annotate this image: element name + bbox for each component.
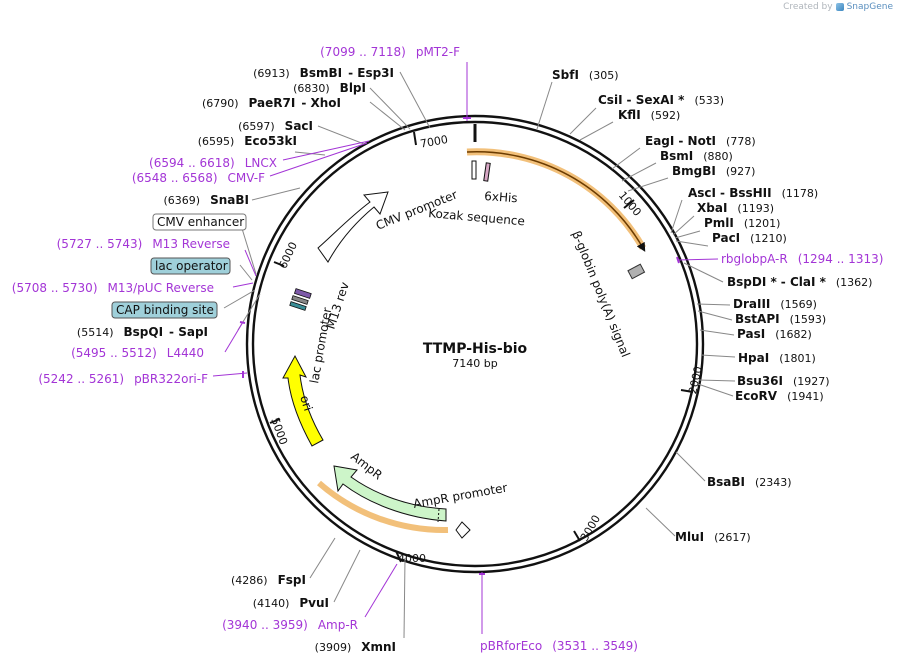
enzyme-labels: SbfI (305) CsiI- SexAI *(533) KflI(592) E… [552,68,872,544]
cap-binding-site-label: CAP binding site [116,303,214,317]
tick-label-6000: 6000 [276,240,300,271]
tick-label-7000: 7000 [419,133,449,151]
enzyme-bsmbi-esp3i: (6913)BsmBI- Esp3I [253,66,394,80]
enzyme-paer7i-xhoi: (6790)PaeR7I- XhoI [202,96,341,110]
polyA-signal-box [627,263,646,280]
snapgene-logo-icon [835,3,844,11]
enzyme-csii-sexai: CsiI- SexAI *(533) [598,93,724,107]
primer-pbrforeco: pBRforEco(3531 .. 3549) [480,639,638,653]
enzyme-leader-lines [223,71,736,639]
kozak-mark [471,160,477,180]
credit-brand: SnapGene [846,2,893,12]
enzyme-bsu36i: Bsu36I(1927) [737,374,830,388]
enzyme-sbfi: SbfI (305) [552,68,619,82]
enzyme-xbai: XbaI(1193) [697,201,774,215]
enzyme-bsabi: BsaBI(2343) [707,475,792,489]
enzyme-name: SbfI [552,68,579,82]
boxed-feature-labels: CMV enhancer lac operator CAP binding si… [111,213,247,319]
enzyme-xmni: (3909)XmnI [315,640,396,654]
enzyme-mlui: MluI(2617) [675,530,751,544]
primer-l4440: (5495 .. 5512)L4440 [71,346,204,360]
primer-pbr322ori-f: (5242 .. 5261)pBR322ori-F [38,372,208,386]
lac-operator-box [150,257,231,275]
tick-label-4000: 4000 [398,552,426,565]
enzyme-blpi: (6830)BlpI [293,81,366,95]
primer-labels: (7099 .. 7118)pMT2-F rbglobpA-R(1294 .. … [12,45,884,653]
ampr-highlight-arc [317,480,449,534]
enzyme-pvui: (4140)PvuI [253,596,329,610]
primer-pmt2-f: (7099 .. 7118)pMT2-F [320,45,460,59]
lac-operator-label: lac operator [155,259,228,273]
feature-label-6xhis: 6xHis [484,189,518,205]
feature-label-ampr-promoter: AmpR promoter [412,481,508,511]
enzyme-pmli: PmlI(1201) [704,216,780,230]
cap-binding-site-box [111,301,218,319]
cmv-enhancer-label: CMV enhancer [157,215,244,229]
enzyme-bspqi-sapi: (5514)BspQI- SapI [77,325,208,339]
primer-m13-reverse: (5727 .. 5743)M13 Reverse [57,237,230,251]
enzyme-snabi: (6369)SnaBI [164,193,249,207]
lac-operator-mark [293,288,312,299]
plasmid-name: TTMP-His-bio [423,341,528,357]
enzyme-fspi: (4286)FspI [231,573,306,587]
primer-lncx: (6594 .. 6618)LNCX [149,156,277,170]
plasmid-length: 7140 bp [452,357,497,370]
primer-rbglobpa-r: rbglobpA-R(1294 .. 1313) [721,252,883,266]
feature-label-kozak: Kozak sequence [428,206,526,228]
enzyme-bmgbi: BmgBI(927) [672,164,755,178]
feature-label-ori: ori [297,394,315,413]
ampr-arrow [333,465,447,522]
ampr-promoter-arrow [455,521,471,539]
primer-amp-r: (3940 .. 3959)Amp-R [222,618,358,632]
primer-m13-puc-reverse: (5708 .. 5730)M13/pUC Reverse [12,281,214,295]
cds-arc [466,151,646,252]
enzyme-bsmi: BsmI(880) [660,149,733,163]
backbone-outer-ring [245,114,705,574]
m13-rev-mark [291,295,309,305]
snapgene-credit: Created by SnapGene [783,2,893,12]
ori-arrow [282,354,324,447]
enzyme-kfli: KflI(592) [618,108,680,122]
tick-label-2000: 2000 [686,365,705,395]
his-tag-mark [483,162,491,182]
enzyme-pos: (305) [589,69,619,82]
feature-label-ampr: AmpR [348,449,385,482]
enzyme-paci: PacI(1210) [712,231,787,245]
enzyme-ecorv: EcoRV(1941) [735,389,824,403]
credit-prefix: Created by [783,2,833,12]
enzyme-draiii: DraIII(1569) [733,297,817,311]
backbone-inner-ring [251,120,699,568]
primer-leader-lines [212,62,719,634]
enzyme-asci-bsshii: AscI- BssHII(1178) [688,186,818,200]
enzyme-bstapi: BstAPI(1593) [735,312,826,326]
feature-arcs [282,148,647,539]
feature-label-m13-rev: M13 rev [324,280,352,331]
primer-cmv-f: (6548 .. 6568)CMV-F [132,171,265,185]
enzyme-eco53ki: (6595)Eco53kI [198,134,297,148]
enzyme-saci: (6597)SacI [238,119,313,133]
feature-label-polyA: β-globin poly(A) signal [569,229,633,359]
enzyme-eagi-noti: EagI- NotI(778) [645,134,756,148]
cmv-enhancer-box [152,213,247,231]
enzyme-pasi: PasI(1682) [737,327,812,341]
cap-site-mark [289,301,307,311]
enzyme-bspdi-clai: BspDI *- ClaI *(1362) [727,275,872,289]
cmv-promoter-arrow [317,191,389,263]
enzyme-labels-left: (3909)XmnI (4140)PvuI (4286)FspI (5514)B… [77,66,396,654]
enzyme-hpai: HpaI(1801) [738,351,816,365]
